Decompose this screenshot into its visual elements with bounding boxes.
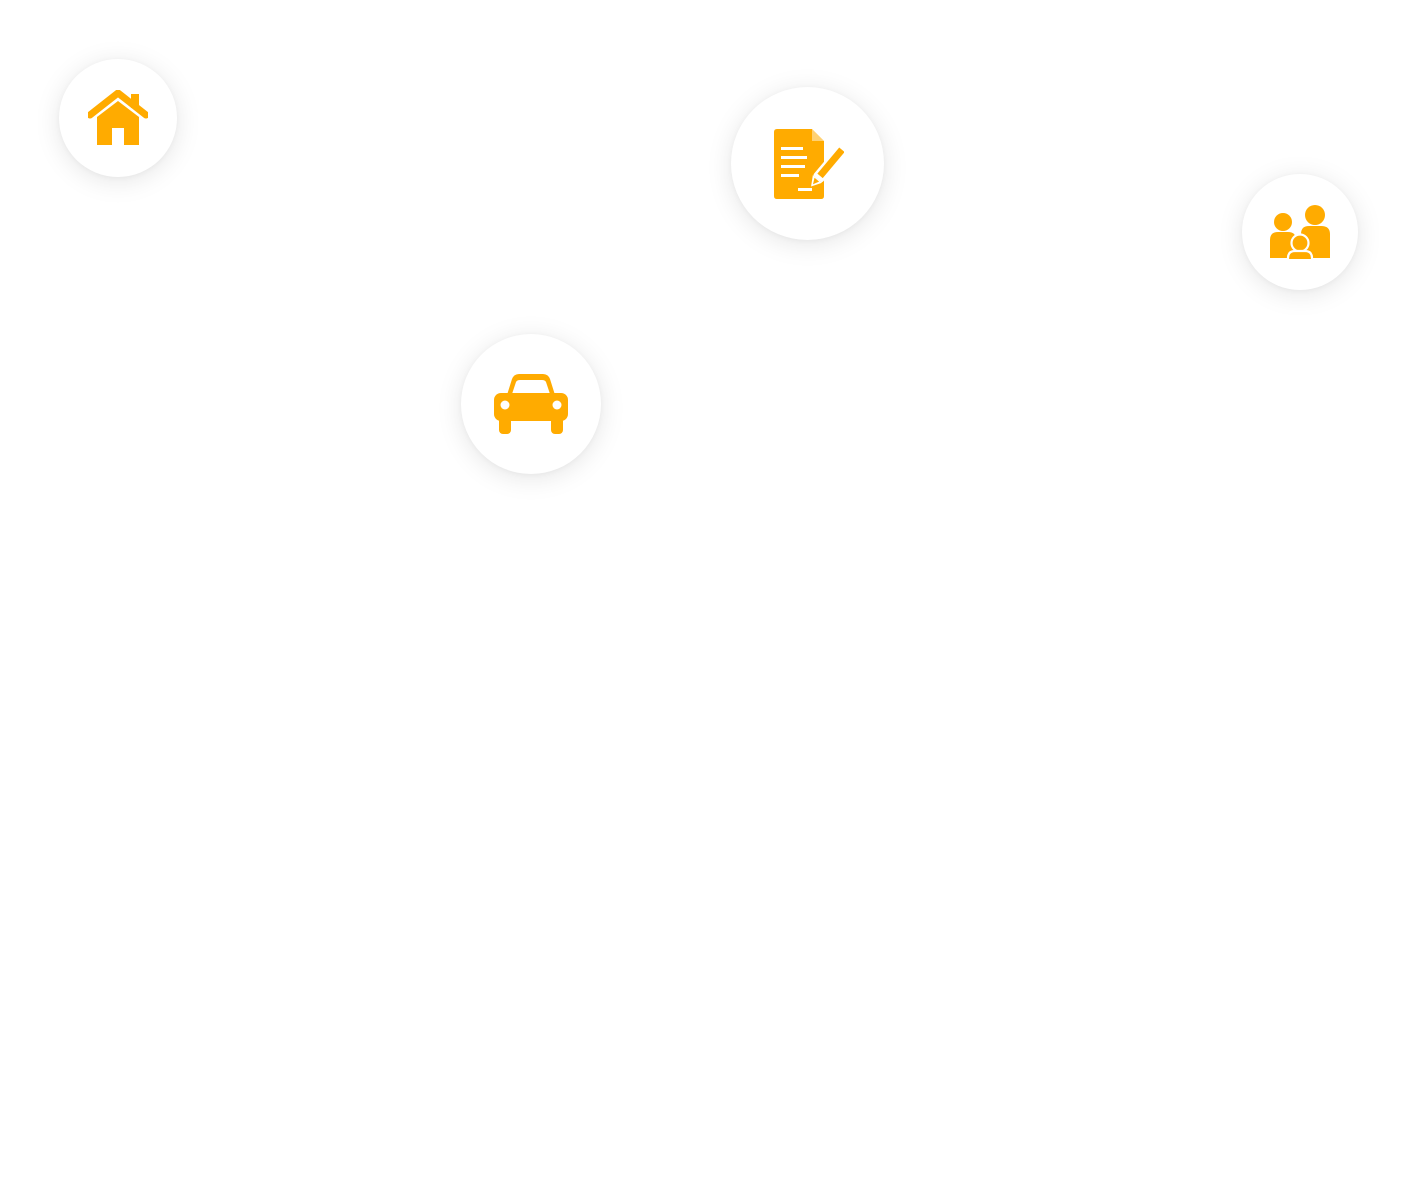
home-icon [88,90,148,146]
document-bubble[interactable] [731,87,884,240]
document-edit-icon [772,128,844,200]
car-icon [493,373,569,435]
family-insurance-bubble[interactable] [1242,174,1358,290]
family-icon [1269,205,1331,259]
car-insurance-bubble[interactable] [461,334,601,474]
home-insurance-bubble[interactable] [59,59,177,177]
